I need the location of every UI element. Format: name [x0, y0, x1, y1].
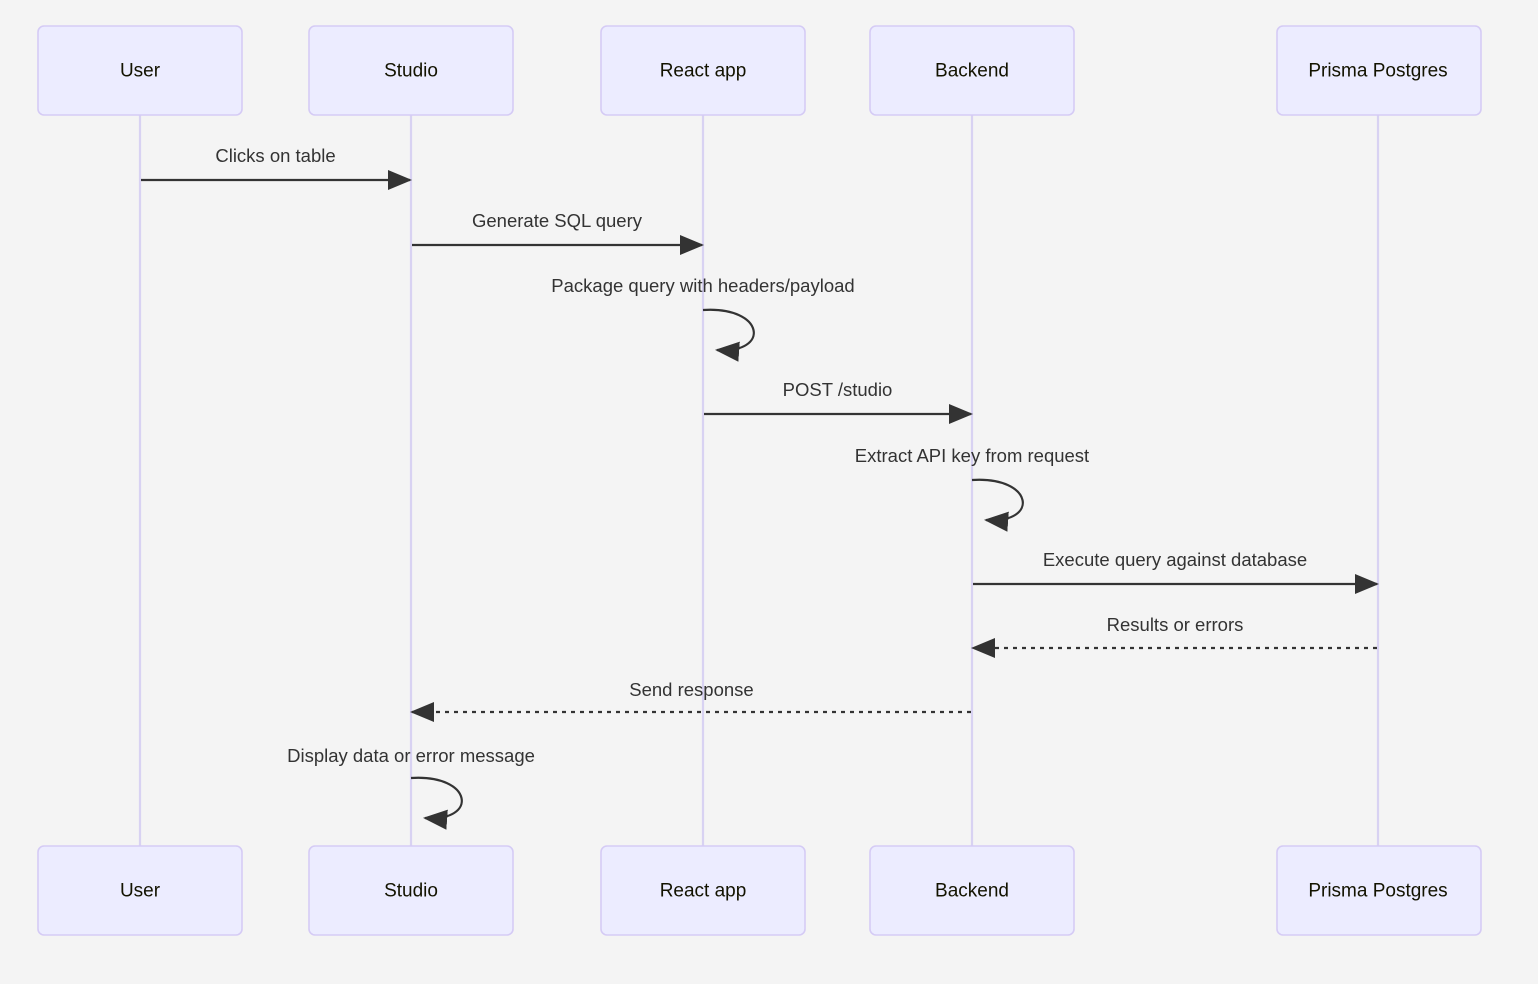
participant-box-user[interactable]: [37, 25, 243, 116]
message-label: Display data or error message: [287, 745, 535, 766]
participant-label-react: React app: [660, 61, 747, 82]
message-self-loop-arrow: [702, 308, 755, 362]
message-label: Extract API key from request: [855, 445, 1089, 466]
participant-bottom-postgres[interactable]: Prisma Postgres: [1276, 845, 1482, 936]
participant-label-postgres: Prisma Postgres: [1308, 881, 1447, 902]
participant-box-studio[interactable]: [308, 845, 514, 936]
participant-top-studio[interactable]: Studio: [308, 25, 514, 116]
participant-top-postgres[interactable]: Prisma Postgres: [1276, 25, 1482, 116]
participant-label-user: User: [120, 61, 161, 82]
participant-box-user[interactable]: [37, 845, 243, 936]
participant-top-backend[interactable]: Backend: [869, 25, 1075, 116]
message-7-postgres-to-backend: Results or errors: [970, 614, 1377, 659]
participant-box-postgres[interactable]: [1276, 25, 1482, 116]
message-label: Package query with headers/payload: [551, 275, 854, 296]
participant-bottom-user[interactable]: User: [37, 845, 243, 936]
message-label: Send response: [629, 679, 753, 700]
message-6-backend-to-postgres: Execute query against database: [973, 549, 1380, 595]
participant-label-react: React app: [660, 881, 747, 902]
message-5-backend-to-backend: Extract API key from request: [855, 445, 1089, 532]
message-8-backend-to-studio: Send response: [409, 679, 971, 723]
lifelines-group: [138, 115, 1380, 846]
participant-bottom-studio[interactable]: Studio: [308, 845, 514, 936]
participant-label-postgres: Prisma Postgres: [1308, 61, 1447, 82]
participant-box-postgres[interactable]: [1276, 845, 1482, 936]
message-9-studio-to-studio: Display data or error message: [287, 745, 535, 830]
participant-bottom-react[interactable]: React app: [600, 845, 806, 936]
participant-box-studio[interactable]: [308, 25, 514, 116]
message-1-user-to-studio: Clicks on table: [141, 145, 413, 191]
message-label: Results or errors: [1107, 614, 1244, 635]
message-label: Generate SQL query: [472, 210, 643, 231]
message-label: POST /studio: [783, 379, 893, 400]
participant-box-react[interactable]: [600, 845, 806, 936]
message-self-loop-arrow: [971, 478, 1024, 532]
participant-bottom-backend[interactable]: Backend: [869, 845, 1075, 936]
message-4-react-to-backend: POST /studio: [704, 379, 974, 425]
message-2-studio-to-react: Generate SQL query: [412, 210, 705, 256]
participant-top-user[interactable]: User: [37, 25, 243, 116]
participant-label-studio: Studio: [384, 61, 438, 82]
participant-label-user: User: [120, 881, 161, 902]
top-participants-group: User Studio React app Backend Prisma Postgre…: [37, 25, 1482, 116]
participant-box-backend[interactable]: [869, 845, 1075, 936]
message-label: Clicks on table: [215, 145, 335, 166]
message-label: Execute query against database: [1043, 549, 1307, 570]
message-3-react-to-react: Package query with headers/payload: [551, 275, 855, 362]
participant-label-backend: Backend: [935, 61, 1009, 82]
participant-top-react[interactable]: React app: [600, 25, 806, 116]
bottom-participants-group: User Studio React app Backend Prisma Postgre…: [37, 845, 1482, 936]
participant-box-backend[interactable]: [869, 25, 1075, 116]
participant-label-backend: Backend: [935, 881, 1009, 902]
participant-label-studio: Studio: [384, 881, 438, 902]
message-self-loop-arrow: [410, 776, 463, 830]
participant-box-react[interactable]: [600, 25, 806, 116]
